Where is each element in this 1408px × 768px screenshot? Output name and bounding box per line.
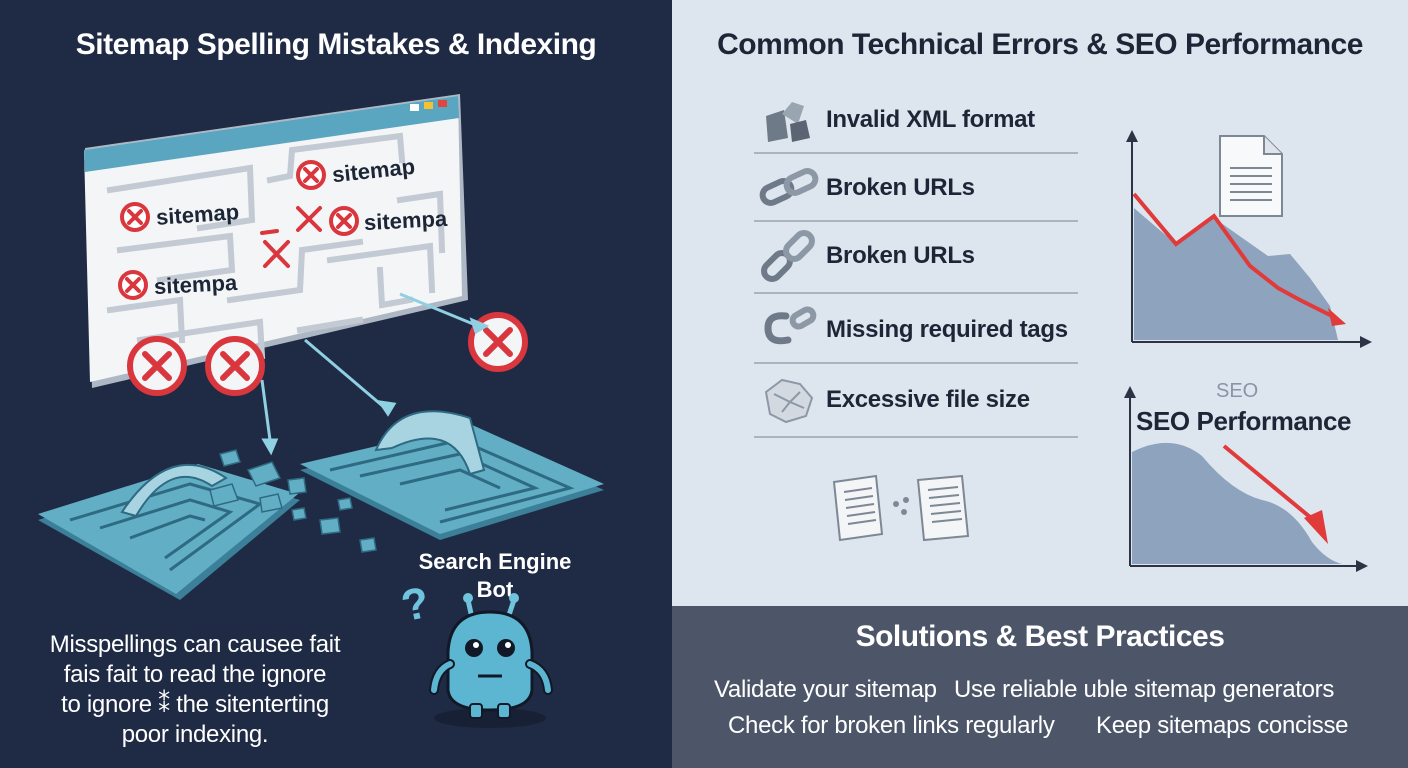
- caption-line-1: Misspellings can causee fait: [49, 631, 341, 658]
- error-item-label-2: Broken URLs: [826, 174, 975, 201]
- search-engine-bot-label: Search Engine Bot: [418, 549, 572, 602]
- left-panel-caption: Misspellings can causee fait fais fait t…: [30, 630, 360, 750]
- error-divider-5: [754, 436, 1078, 438]
- solution-item-3: Check for broken links regularly: [728, 712, 1055, 739]
- seo-performance-chart: [1124, 386, 1368, 572]
- seo-performance-label: SEO Performance: [1136, 406, 1352, 436]
- caption-line-3: to ignore ⁑ the sitenterting: [61, 691, 329, 718]
- documents-compare-icon: [832, 474, 970, 542]
- solution-item-4: Keep sitemaps concisse: [1096, 712, 1349, 739]
- decline-chart-top: [1126, 130, 1372, 348]
- error-item-label-3: Broken URLs: [826, 242, 975, 269]
- document-icon: [1219, 135, 1283, 217]
- error-divider-4: [754, 362, 1078, 364]
- seo-small-label: SEO: [1216, 380, 1259, 402]
- solution-item-1: Validate your sitemap: [714, 676, 937, 703]
- error-item-label-5: Excessive file size: [826, 386, 1030, 413]
- error-divider-1: [754, 152, 1078, 154]
- broken-link-hook-icon: [764, 306, 817, 345]
- left-panel-title: Sitemap Spelling Mistakes & Indexing: [75, 28, 597, 61]
- crumpled-paper-icon: [764, 378, 814, 424]
- broken-chain-icon: [759, 168, 819, 206]
- search-engine-bot-icon: [429, 593, 553, 728]
- browser-window-illustration: [84, 94, 468, 388]
- broken-chain-icon: [761, 230, 815, 282]
- solution-item-2: Use reliable uble sitemap generators: [954, 676, 1335, 703]
- bottom-panel-title: Solutions & Best Practices: [855, 620, 1225, 653]
- broken-maze-bridge-illustration: [38, 410, 604, 600]
- broken-document-icon: [766, 102, 810, 142]
- caption-line-4: poor indexing.: [121, 721, 269, 748]
- bottom-panel: [672, 606, 1408, 768]
- error-divider-3: [754, 292, 1078, 294]
- error-item-label-4: Missing required tags: [826, 316, 1068, 343]
- caption-line-2: fais fait to read the ignore: [63, 661, 327, 688]
- error-item-label-1: Invalid XML format: [826, 106, 1035, 133]
- error-divider-2: [754, 220, 1078, 222]
- right-panel-title: Common Technical Errors & SEO Performanc…: [717, 28, 1363, 61]
